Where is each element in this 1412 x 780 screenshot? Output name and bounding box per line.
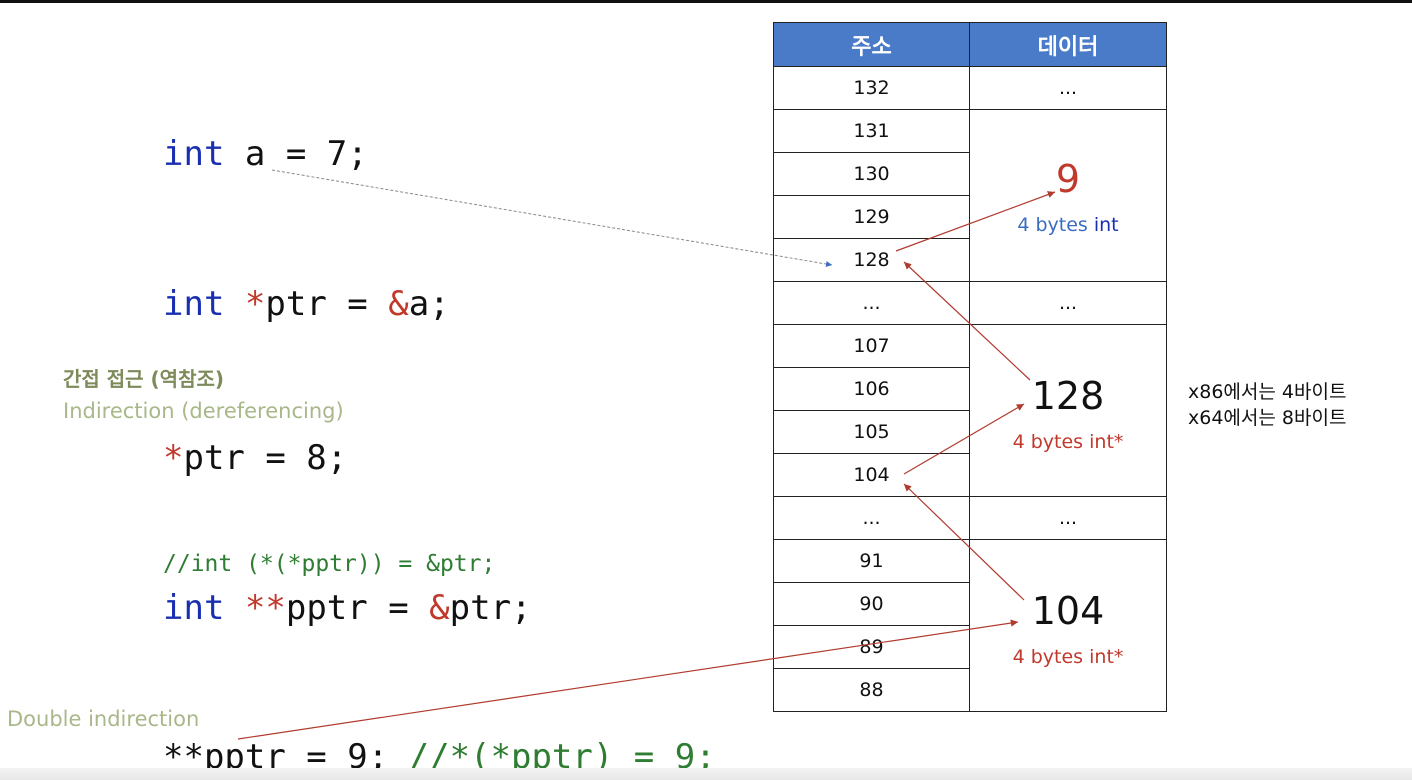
address-of-operator: & [388,284,409,324]
address-cell: ... [773,496,970,540]
header-address: 주소 [773,22,970,67]
data-cell-variable-pptr: 104 4 bytes int* [969,539,1167,712]
address-cell: 88 [773,668,970,712]
table-row: ... ... [773,281,1167,325]
value-ptr: 128 [1031,374,1105,418]
address-cell: ... [773,281,970,325]
address-cell: 106 [773,367,970,411]
address-cell: 130 [773,152,970,196]
code-comment-pptr: //int (*(*pptr)) = &ptr; [163,551,496,577]
deref-star: * [163,438,184,478]
address-cell-104: 104 [773,453,970,497]
address-cell: 129 [773,195,970,239]
data-cell-variable-ptr: 128 4 bytes int* [969,324,1167,497]
address-of-operator: & [429,588,450,628]
double-indirection-label: Double indirection [7,707,200,731]
table-row: ... ... [773,496,1167,540]
table-row: 107 128 4 bytes int* [773,324,1167,497]
double-pointer-star: ** [224,588,286,628]
address-cell: 91 [773,539,970,583]
address-cell: 90 [773,582,970,626]
code-text: ptr; [449,588,532,628]
x86-note: x86에서는 4바이트 [1188,381,1347,403]
code-line-int-pptr: int **pptr = &ptr; [163,591,532,625]
desc-a: 4 bytes int [970,216,1166,235]
desc-pptr: 4 bytes int* [1012,646,1124,668]
keyword-int: int [163,284,225,324]
keyword-int: int [163,588,225,628]
address-cell: 131 [773,109,970,153]
data-cell: ... [969,496,1167,540]
code-text: ptr = 8; [183,438,348,478]
address-cell: 105 [773,410,970,454]
code-text: pptr = [285,588,430,628]
code-line-deref: *ptr = 8; [163,441,347,475]
desc-a-type: int [1093,214,1119,236]
memory-table: 주소 데이터 132 ... 131 9 4 bytes int 130 129… [773,22,1167,712]
address-cell-128: 128 [773,238,970,282]
desc-a-size: 4 bytes [1017,214,1094,236]
code-text: ptr = [265,284,389,324]
table-row: 132 ... [773,66,1167,110]
header-data: 데이터 [969,22,1167,67]
arrow-a-to-128 [271,169,833,267]
table-row: 91 104 4 bytes int* [773,539,1167,712]
x64-note: x64에서는 8바이트 [1188,407,1347,429]
address-cell: 107 [773,324,970,368]
indirection-label-ko: 간접 접근 (역참조) [63,367,225,391]
indirection-label-en: Indirection (dereferencing) [63,399,344,423]
address-cell: 132 [773,66,970,110]
value-a: 9 [1055,157,1081,201]
code-line-int-a: int a = 7; [163,137,368,171]
top-border [0,0,1412,3]
table-row: 131 9 4 bytes int [773,109,1167,282]
bottom-bar [0,768,1412,780]
data-cell-variable-a: 9 4 bytes int [969,109,1167,282]
value-pptr: 104 [1031,589,1105,633]
address-cell: 89 [773,625,970,669]
desc-ptr: 4 bytes int* [1012,431,1124,453]
keyword-int: int [163,134,225,174]
pointer-star: * [224,284,266,324]
data-cell: ... [969,281,1167,325]
code-text: a = 7; [224,134,368,174]
code-line-int-ptr: int *ptr = &a; [163,287,450,321]
data-cell: ... [969,66,1167,110]
table-header-row: 주소 데이터 [773,22,1167,67]
code-text: a; [408,284,450,324]
